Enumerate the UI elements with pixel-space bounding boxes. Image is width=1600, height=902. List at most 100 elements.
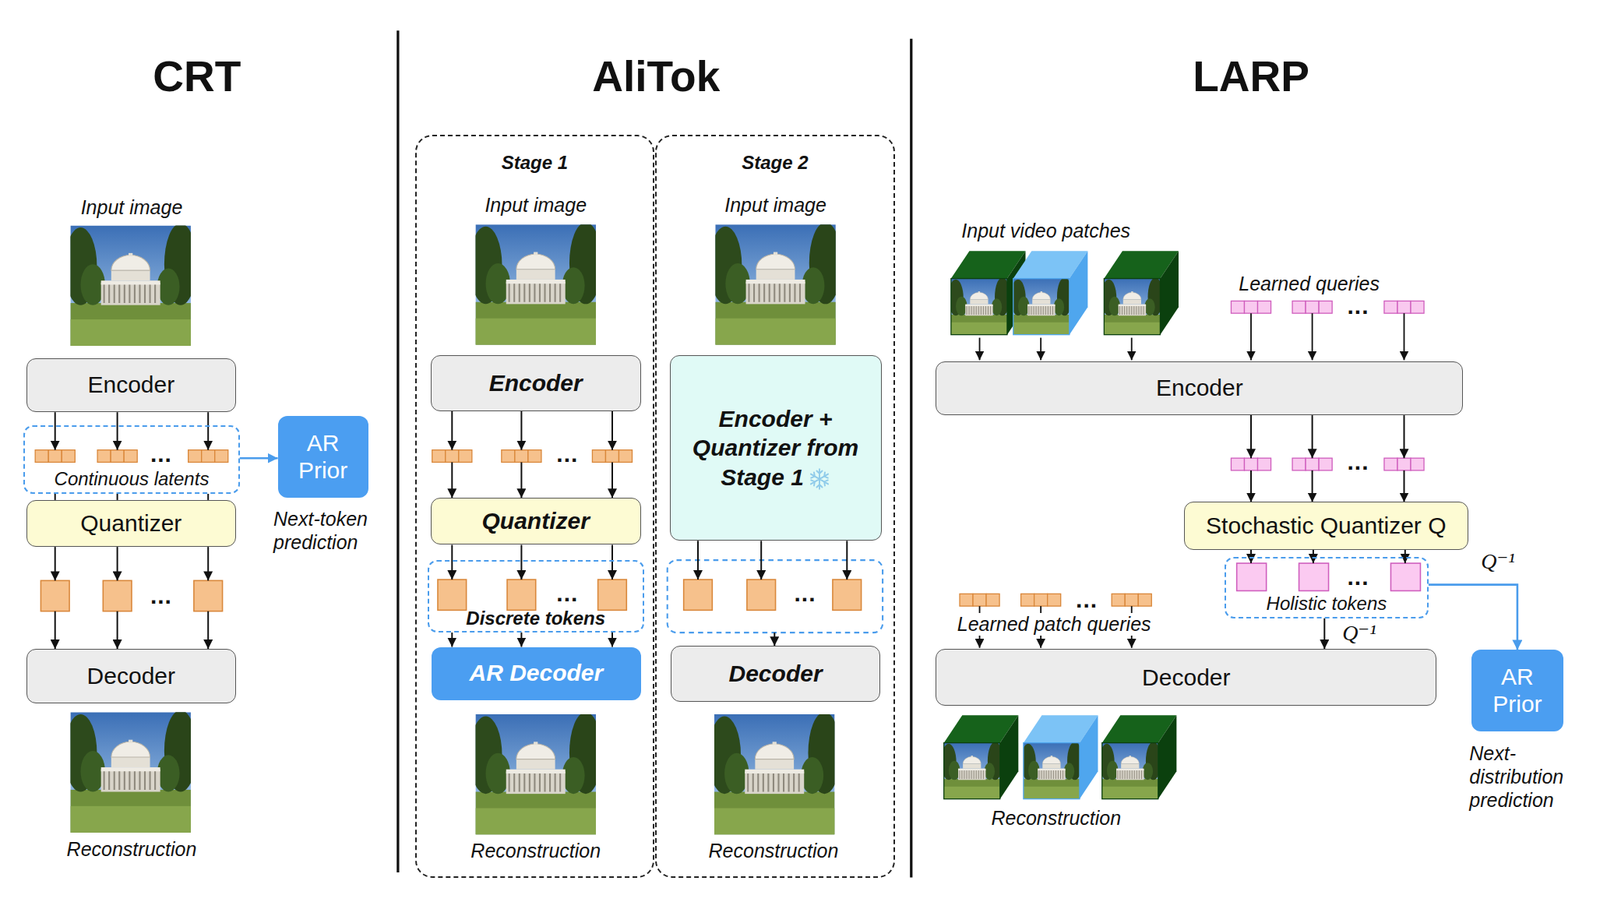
node-label: Encoder [87,371,175,399]
quantizer-box: Quantizer [26,500,237,547]
query-token [1384,300,1424,314]
edge-label: Q⁻¹ [1340,621,1378,646]
caption-text: Reconstruction [989,807,1123,830]
node-label: Encoder [1155,374,1244,402]
discrete-token [832,579,862,610]
arrow [1039,338,1042,361]
discrete-token [598,579,628,610]
connector-line [239,457,279,460]
reconstruction-photo [708,711,841,835]
arrow [1403,313,1406,360]
ellipsis: ... [1347,294,1370,318]
connector [55,546,209,649]
reconstruction-cube [940,715,1019,799]
ellipsis: ... [556,581,578,606]
reconstruction-cube [1020,715,1098,799]
quantizer-box: Quantizer [430,497,642,545]
section-title: CRT [152,52,241,102]
input-photo [708,222,842,346]
note-text: Next-distribution prediction [1469,741,1584,812]
prior-box: AR Prior [1471,649,1564,732]
connector-line [1311,470,1314,503]
connector-line [773,632,776,646]
patch-query-token [1021,593,1061,607]
latent-token [592,450,632,463]
caption-text: Learned queries [1237,272,1382,296]
caption-text: Input video patches [959,219,1132,243]
video-patch-cube [1101,250,1179,335]
connector-line [611,545,614,581]
connector-line [451,632,453,647]
video-patch-cube [1010,250,1088,335]
ellipsis: ... [794,581,817,606]
process-box: Decoder [670,645,882,702]
prior-box: AR Decoder [431,647,642,701]
query-token [1384,458,1424,471]
discrete-token [102,580,132,611]
connector-line [760,540,762,580]
caption-text: Reconstruction [65,838,199,861]
node-label: Stage 2 [741,151,808,174]
connector-line [116,412,119,451]
section-divider [398,30,912,878]
snowflake-stroke [810,468,829,490]
caption-text: Learned patch queries [955,613,1153,636]
connector-line [1403,415,1406,459]
latent-token [97,450,138,463]
connector-line [520,545,522,581]
connector [1324,618,1326,649]
reconstruction-photo [64,710,198,833]
connector-line [697,540,699,580]
connector [239,458,279,459]
section-title: AliTok [592,52,720,102]
token-group: Holistic tokens [1224,556,1429,619]
connector-line [520,632,522,647]
connector [1428,585,1518,651]
connector-line [207,611,209,649]
connector [451,632,613,647]
connector-line [1250,470,1252,503]
latent-token [432,450,473,463]
connector-line [611,411,614,451]
discrete-token [40,580,70,611]
section-title: LARP [1192,52,1310,102]
connector-line [116,611,119,649]
query-token [1230,300,1271,314]
connector-line [54,412,57,451]
divider-line [396,30,399,873]
arrow [979,338,981,361]
process-box: Encoder [26,358,237,413]
latent-token [35,450,75,463]
token-frame [667,560,883,633]
process-box: Encoder [430,355,642,412]
node-label: Decoder [729,660,823,688]
video-cubes [940,250,1179,799]
connector [55,412,209,451]
prior-box: AR Prior [278,415,369,498]
divider-line [909,38,913,878]
connector-line [207,412,209,451]
caption-text: Input image [79,196,185,219]
process-box: Encoder [935,361,1463,416]
connector-line [1323,618,1326,649]
connector [697,540,847,646]
connector-line [1403,470,1406,503]
node-label: Stochastic Quantizer Q [1205,512,1446,540]
node-label: Holistic tokens [1266,592,1388,615]
arrow [1250,313,1252,360]
connector-line [451,411,453,451]
connector-line [116,546,119,581]
discrete-token [193,580,223,611]
quantizer-box: Stochastic Quantizer Q [1184,501,1469,550]
frozen-module-box: Encoder + Quantizer from Stage 1 [669,355,882,541]
node-label: AR Decoder [469,659,604,688]
discrete-token [747,579,776,610]
connector-line [207,546,209,581]
caption-text: Input image [722,193,829,217]
caption-text: Reconstruction [707,839,841,863]
node-label: Encoder [489,370,583,398]
connector [55,493,209,501]
connector [1251,415,1405,502]
latent-token [501,450,542,463]
